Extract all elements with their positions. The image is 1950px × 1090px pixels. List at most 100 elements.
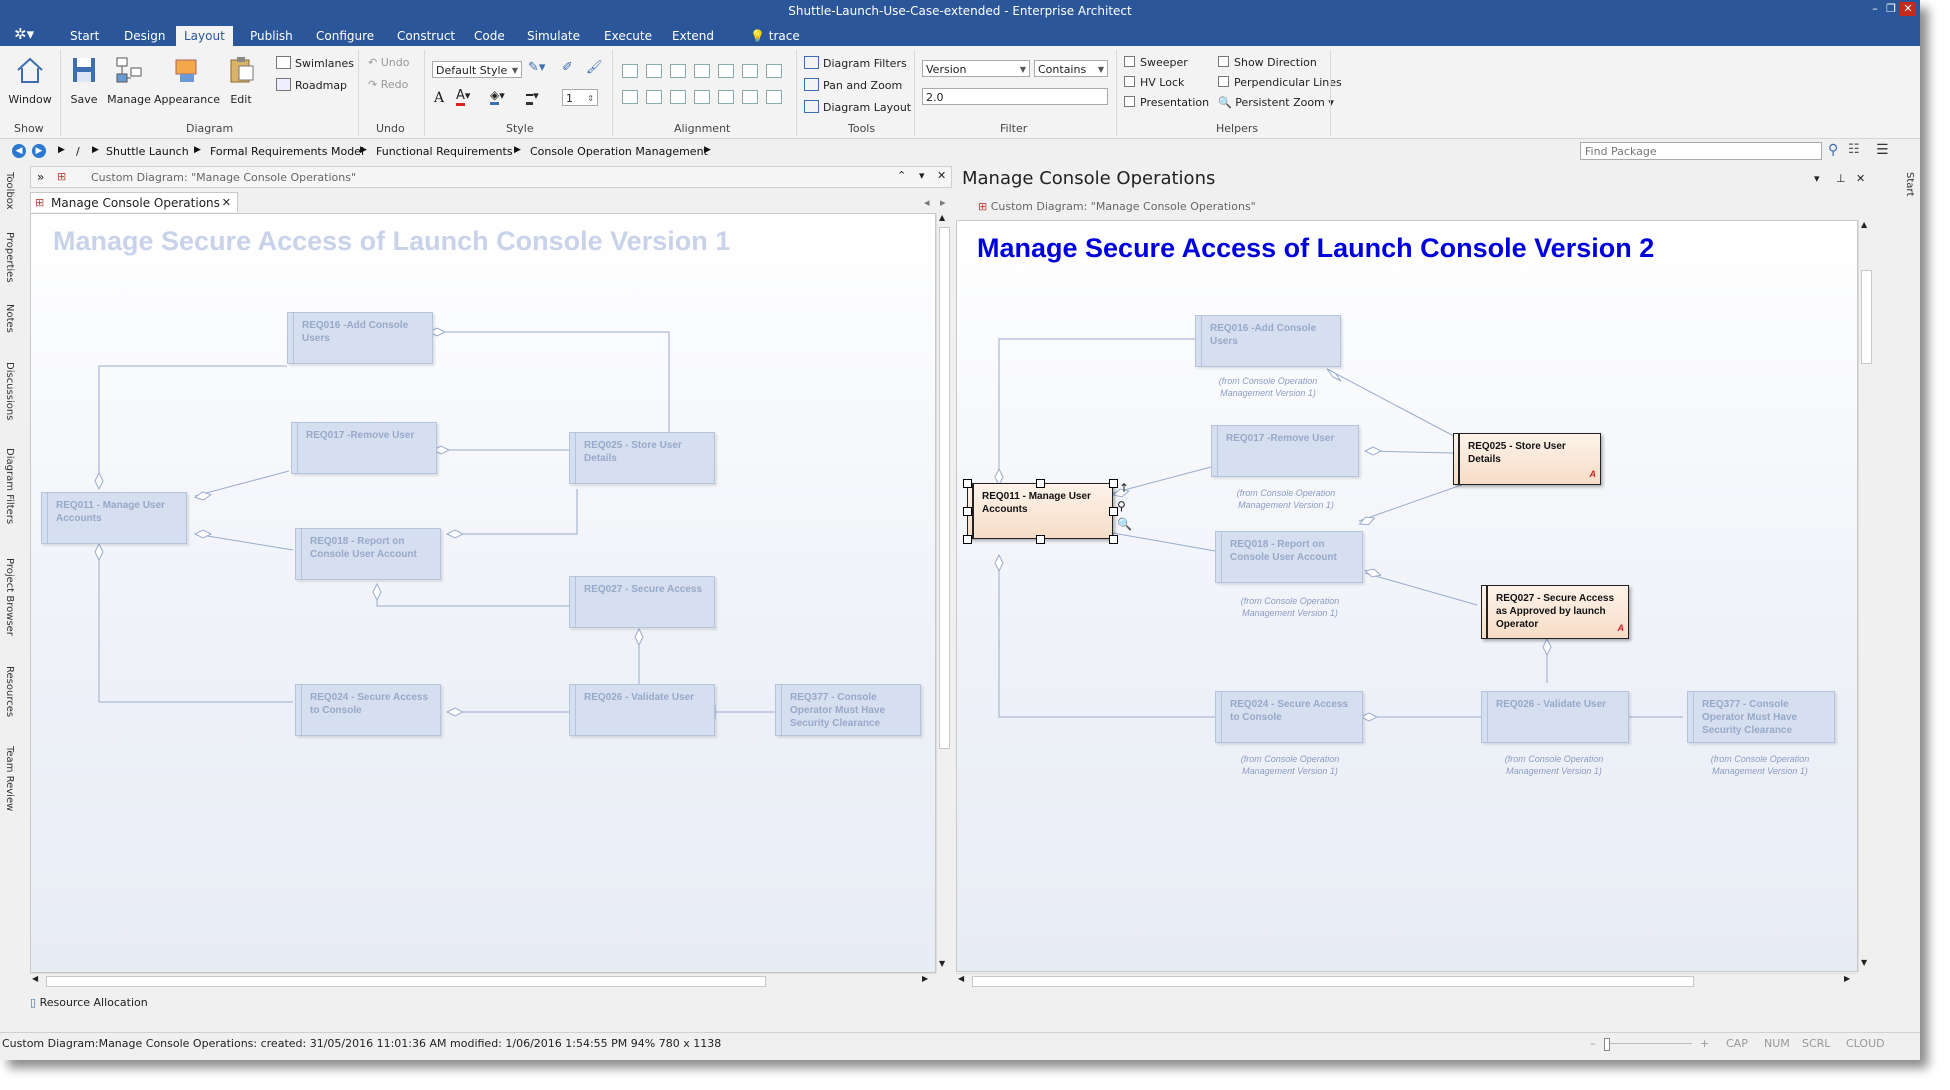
req-377[interactable]: REQ377 - Console Operator Must Have Secu… — [1687, 691, 1835, 743]
req-016[interactable]: REQ016 -Add Console Users — [287, 312, 433, 364]
tab-manage-console-operations[interactable]: ⊞ Manage Console Operations ✕ — [30, 192, 238, 212]
zoom-slider-handle[interactable] — [1604, 1038, 1610, 1051]
crumb-formal-requirements[interactable]: Formal Requirements Model — [210, 145, 364, 158]
dock-properties[interactable]: Properties — [4, 232, 15, 283]
req-026[interactable]: REQ026 - Validate User — [1481, 691, 1629, 743]
dock-resources[interactable]: Resources — [4, 666, 15, 718]
req-017[interactable]: REQ017 -Remove User — [1211, 425, 1359, 477]
quick-linker-arrow-icon[interactable]: ↑ — [1119, 481, 1130, 495]
scroll-right-icon[interactable]: ▶ — [922, 974, 929, 983]
v2-horizontal-scrollbar[interactable]: ◀ ▶ — [956, 973, 1858, 988]
tab-design[interactable]: Design — [124, 29, 166, 43]
font-icon[interactable]: A — [434, 90, 445, 106]
tab-start[interactable]: Start — [70, 29, 100, 43]
same-size-icon[interactable] — [742, 64, 758, 78]
align-center-v-icon[interactable] — [694, 64, 710, 78]
crumb-console-operation[interactable]: Console Operation Management — [530, 145, 708, 158]
filter-field-select[interactable]: Version▼ — [922, 60, 1030, 77]
filter-operator-select[interactable]: Contains▼ — [1034, 60, 1108, 77]
tab-scroll-left-icon[interactable]: ◂ — [924, 196, 930, 209]
align-top-icon[interactable] — [646, 64, 662, 78]
roadmap-button[interactable]: Roadmap — [276, 78, 347, 92]
diagram-canvas-v1[interactable]: Manage Secure Access of Launch Console V… — [30, 213, 936, 973]
req-027[interactable]: REQ027 - Secure Access — [569, 576, 715, 628]
zoom-slider[interactable] — [1604, 1043, 1692, 1044]
format-painter-icon[interactable]: ✎▾ — [528, 60, 546, 75]
style-select[interactable]: Default Style▼ — [432, 61, 522, 78]
line-width-stepper[interactable]: 1⇕ — [562, 89, 598, 106]
crumb-arrow-icon[interactable]: ▶ — [360, 145, 367, 155]
hamburger-icon[interactable]: ☰ — [1876, 142, 1889, 158]
tab-scroll-right-icon[interactable]: ▸ — [940, 196, 946, 209]
dock-discussions[interactable]: Discussions — [4, 362, 15, 421]
tab-execute[interactable]: Execute — [604, 29, 652, 43]
redo-button[interactable]: ↷ Redo — [368, 78, 408, 91]
resize-handle[interactable] — [963, 507, 972, 516]
bring-front-icon[interactable] — [766, 64, 782, 78]
close-tab-icon[interactable]: ✕ — [221, 196, 231, 209]
undo-button[interactable]: ↶ Undo — [368, 56, 409, 69]
crumb-arrow-icon[interactable]: ▶ — [704, 145, 711, 155]
save-button[interactable]: Save — [66, 54, 102, 106]
dock-project-browser[interactable]: Project Browser — [4, 558, 15, 636]
resize-handle[interactable] — [1109, 479, 1118, 488]
back-icon[interactable]: ◀ — [12, 144, 26, 158]
align-middle-icon[interactable] — [742, 90, 758, 104]
line-color-button[interactable]: ━▾ — [526, 88, 539, 105]
pan-zoom-button[interactable]: Pan and Zoom — [804, 78, 902, 92]
expand-icon[interactable]: » — [37, 170, 45, 184]
dock-notes[interactable]: Notes — [4, 304, 15, 333]
distribute-h-icon[interactable] — [670, 90, 686, 104]
req-377[interactable]: REQ377 - Console Operator Must Have Secu… — [775, 684, 921, 736]
filter-value-input[interactable]: 2.0 — [922, 88, 1108, 105]
resize-handle[interactable] — [963, 535, 972, 544]
scroll-up-icon[interactable]: ▲ — [939, 213, 946, 222]
space-h-icon[interactable] — [622, 90, 638, 104]
link-icon[interactable]: ⚲ — [1117, 499, 1126, 513]
distribute-v-icon[interactable] — [694, 90, 710, 104]
appearance-button[interactable]: Appearance — [154, 54, 220, 106]
req-018[interactable]: REQ018 - Report on Console User Account — [295, 528, 441, 580]
close-icon[interactable]: ✕ — [1900, 2, 1916, 16]
v1-vertical-scrollbar[interactable]: ▲ ▼ — [936, 213, 951, 973]
req-025[interactable]: REQ025 - Store User Details — [569, 432, 715, 484]
collapse-icon[interactable]: ⌃ — [897, 169, 907, 182]
align-bottom-icon[interactable] — [670, 64, 686, 78]
fill-color-button[interactable]: ◈▾ — [490, 88, 505, 105]
req-011-selected[interactable]: REQ011 - Manage User Accounts — [967, 483, 1113, 539]
search-icon[interactable]: ⚲ — [1828, 142, 1839, 158]
minimize-icon[interactable]: – — [1872, 2, 1878, 15]
scroll-down-icon[interactable]: ▼ — [1861, 958, 1868, 967]
scroll-right-icon[interactable]: ▶ — [1844, 974, 1851, 983]
req-016[interactable]: REQ016 -Add Console Users — [1195, 315, 1341, 367]
tab-layout[interactable]: Layout — [176, 26, 233, 46]
dropdown-icon[interactable]: ▾ — [919, 169, 925, 182]
tab-extend[interactable]: Extend — [672, 29, 714, 43]
resource-allocation-tab[interactable]: ▯ Resource Allocation — [30, 992, 230, 1014]
dock-start[interactable]: Start — [1904, 172, 1915, 197]
resize-handle[interactable] — [1036, 479, 1045, 488]
align-right-icon[interactable] — [718, 90, 734, 104]
find-package-input[interactable]: Find Package — [1580, 142, 1822, 160]
resize-handle[interactable] — [1036, 535, 1045, 544]
scroll-up-icon[interactable]: ▲ — [1861, 220, 1868, 229]
forward-icon[interactable]: ▶ — [32, 144, 46, 158]
crumb-arrow-icon[interactable]: ▶ — [58, 145, 65, 155]
presentation-checkbox[interactable]: Presentation — [1124, 96, 1209, 109]
perpendicular-checkbox[interactable]: Perpendicular Lines — [1218, 76, 1342, 89]
swimlanes-button[interactable]: Swimlanes — [276, 56, 354, 70]
v2-hscroll-thumb[interactable] — [972, 976, 1694, 987]
tab-code[interactable]: Code — [474, 29, 505, 43]
resize-handle[interactable] — [963, 479, 972, 488]
hvlock-checkbox[interactable]: HV Lock — [1124, 76, 1184, 89]
crumb-arrow-icon[interactable]: ▶ — [514, 145, 521, 155]
dock-diagram-filters[interactable]: Diagram Filters — [4, 448, 15, 525]
restore-icon[interactable]: ❐ — [1886, 2, 1896, 15]
scroll-left-icon[interactable]: ◀ — [958, 974, 965, 983]
resize-handle[interactable] — [1109, 507, 1118, 516]
scroll-left-icon[interactable]: ◀ — [32, 974, 39, 983]
align-left-icon[interactable] — [622, 64, 638, 78]
req-024[interactable]: REQ024 - Secure Access to Console — [295, 684, 441, 736]
req-026[interactable]: REQ026 - Validate User — [569, 684, 715, 736]
diagram-filters-button[interactable]: Diagram Filters — [804, 56, 907, 70]
